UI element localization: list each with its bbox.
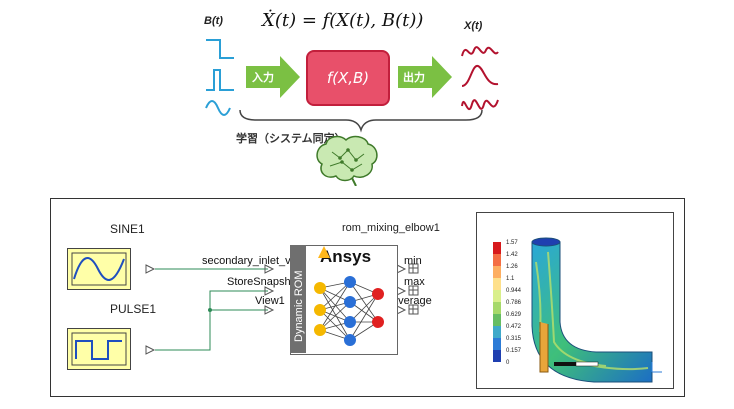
output-label: 出力 <box>403 71 425 84</box>
x-label: X(t) <box>464 20 483 32</box>
output-signals-icon <box>461 46 499 111</box>
dynamic-rom-label: Dynamic ROM <box>293 270 305 342</box>
output-port-max: max <box>404 276 425 288</box>
output-arrow-icon <box>398 56 452 98</box>
system-function-box: f(X,B) <box>306 50 390 106</box>
colorbar-tick: 0.157 <box>506 348 522 354</box>
colorbar-tick: 0.786 <box>506 300 522 306</box>
colorbar <box>493 242 501 362</box>
input-arrow-icon <box>246 56 300 98</box>
dynamic-rom-bar <box>290 245 306 353</box>
dynamic-rom-label-box: Dynamic ROM <box>293 270 305 342</box>
input-port-velocity: secondary_inlet_veloci <box>202 255 314 267</box>
colorbar-tick: 1.42 <box>506 252 518 258</box>
simulation-graphic <box>493 237 662 383</box>
sine-wave-icon <box>71 252 127 286</box>
ansys-logo: Ansys <box>320 247 371 267</box>
output-port-min: min <box>404 255 422 267</box>
colorbar-tick: 0.472 <box>506 324 522 330</box>
system-function-label: f(X,B) <box>326 69 370 87</box>
colorbar-tick: 0.315 <box>506 336 522 342</box>
colorbar-tick: 0.944 <box>506 288 522 294</box>
input-signals-icon <box>205 39 234 116</box>
input-port-view: View1 <box>255 295 285 307</box>
colorbar-tick: 0.629 <box>506 312 522 318</box>
colorbar-tick: 0 <box>506 360 510 366</box>
rom-title: rom_mixing_elbow1 <box>342 222 440 234</box>
sine-label: SINE1 <box>110 222 145 236</box>
sine-block[interactable] <box>67 248 131 290</box>
input-port-snapshots: StoreSnapshots <box>227 276 306 288</box>
colorbar-tick: 1.57 <box>506 240 518 246</box>
colorbar-tick: 1.1 <box>506 276 515 282</box>
pulse-label: PULSE1 <box>110 302 157 316</box>
brain-icon <box>316 135 378 186</box>
learning-brace <box>239 109 483 133</box>
output-port-average: average <box>392 295 432 307</box>
equation: Ẋ(t) = f(X(t), B(t)) <box>262 10 424 31</box>
pulse-block[interactable] <box>67 328 131 370</box>
colorbar-ticks: 1.57 1.42 1.26 1.1 0.944 0.786 0.629 0.4… <box>506 237 536 369</box>
dynamic-rom-block[interactable] <box>290 245 398 355</box>
b-label: B(t) <box>204 15 223 27</box>
colorbar-tick: 1.26 <box>506 264 518 270</box>
ansys-accent-icon <box>318 246 330 258</box>
ansys-brand-text: Ansys <box>320 247 372 266</box>
input-label: 入力 <box>252 71 274 84</box>
neural-network-icon <box>314 276 384 346</box>
pulse-wave-icon <box>71 332 127 366</box>
learning-label: 学習（システム同定） <box>236 132 346 145</box>
